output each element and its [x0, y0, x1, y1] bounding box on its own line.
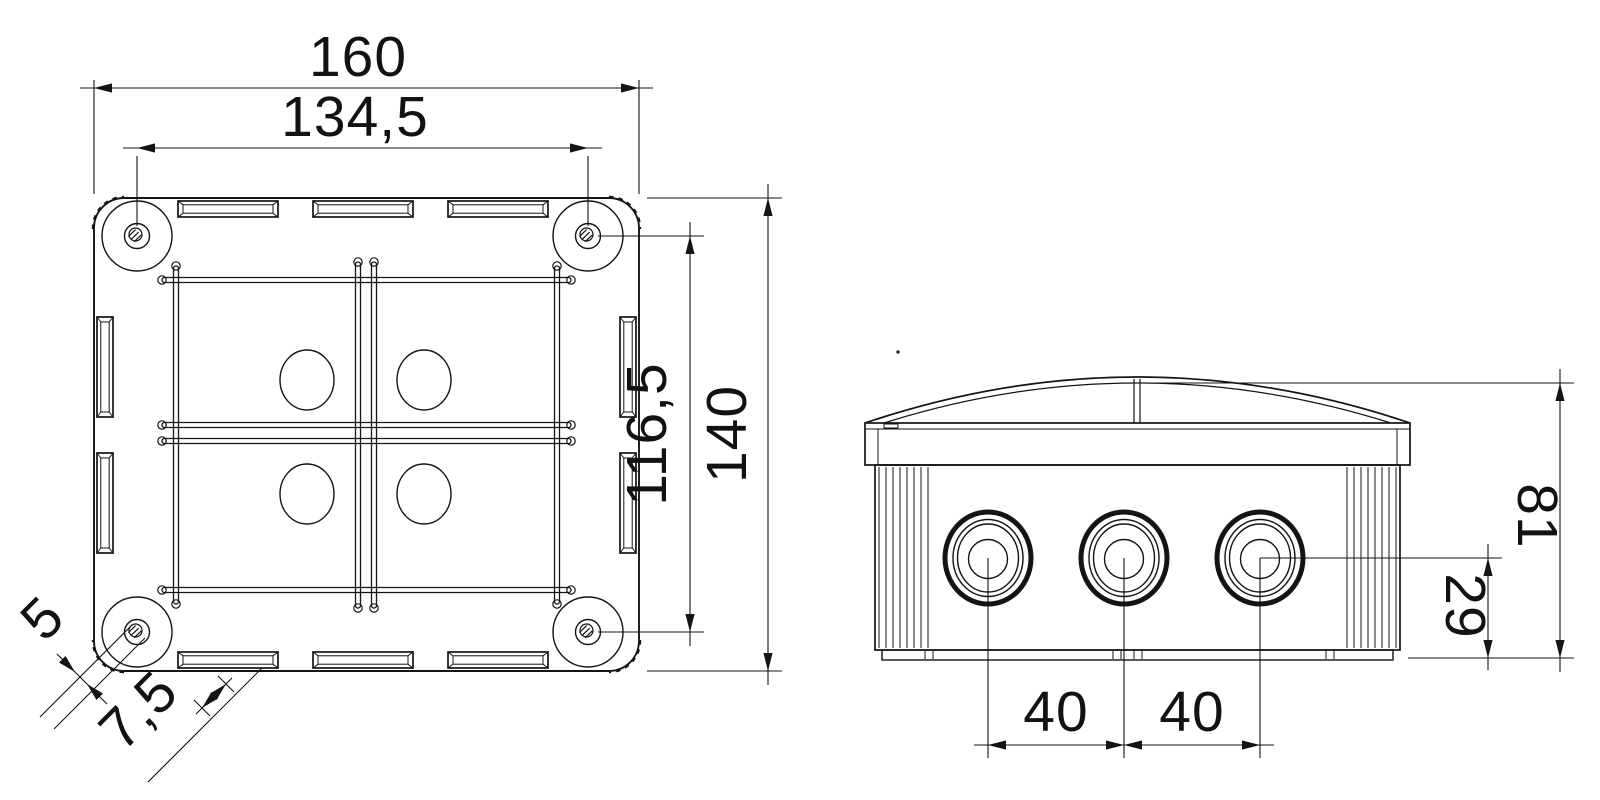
speck [896, 350, 900, 354]
rib-end-flares [157, 257, 576, 613]
lid-rim [864, 422, 1411, 466]
dim-knockout-spacing: 40 40 [974, 558, 1274, 758]
dim-front-height: 81 [1150, 369, 1574, 672]
dim-screw-span-height: 116,5 [598, 222, 704, 646]
base-strip [881, 649, 1394, 661]
dim-outer-width-label: 160 [309, 25, 407, 89]
dim-outer-height: 140 [647, 184, 782, 685]
front-view: 81 29 40 40 [864, 350, 1574, 758]
dim-knockout-spacing-left-label: 40 [1023, 680, 1088, 744]
ventilation-slots-top [177, 200, 549, 218]
dim-screw-hole-label: 5 [8, 584, 76, 652]
side-ribs-left [878, 467, 929, 648]
floor-knockout-circles [279, 349, 452, 525]
dim-screw-span-width: 134,5 [123, 85, 602, 226]
corner-knurl-marks [91, 195, 642, 674]
dim-front-height-label: 81 [1505, 483, 1569, 548]
internal-rib-grid [157, 257, 576, 613]
dim-screw-boss-label: 7,5 [87, 659, 190, 762]
dim-screw-span-width-label: 134,5 [281, 85, 429, 149]
dim-screw-boss: 7,5 [87, 659, 263, 783]
dim-outer-width: 160 [80, 25, 653, 194]
box-outline [93, 197, 640, 672]
dim-knockout-spacing-right-label: 40 [1159, 680, 1224, 744]
dim-outer-height-label: 140 [695, 385, 759, 483]
corner-boss-bottom-left [101, 596, 173, 668]
ventilation-slots-bottom [177, 651, 549, 669]
ventilation-slots-left [96, 316, 114, 554]
lid-dome [864, 376, 1411, 424]
top-view: 160 134,5 116,5 140 [8, 25, 782, 783]
dim-knockout-height-label: 29 [1433, 573, 1497, 638]
dim-screw-span-height-label: 116,5 [615, 362, 679, 505]
dim-knockout-height: 29 [1260, 544, 1502, 670]
